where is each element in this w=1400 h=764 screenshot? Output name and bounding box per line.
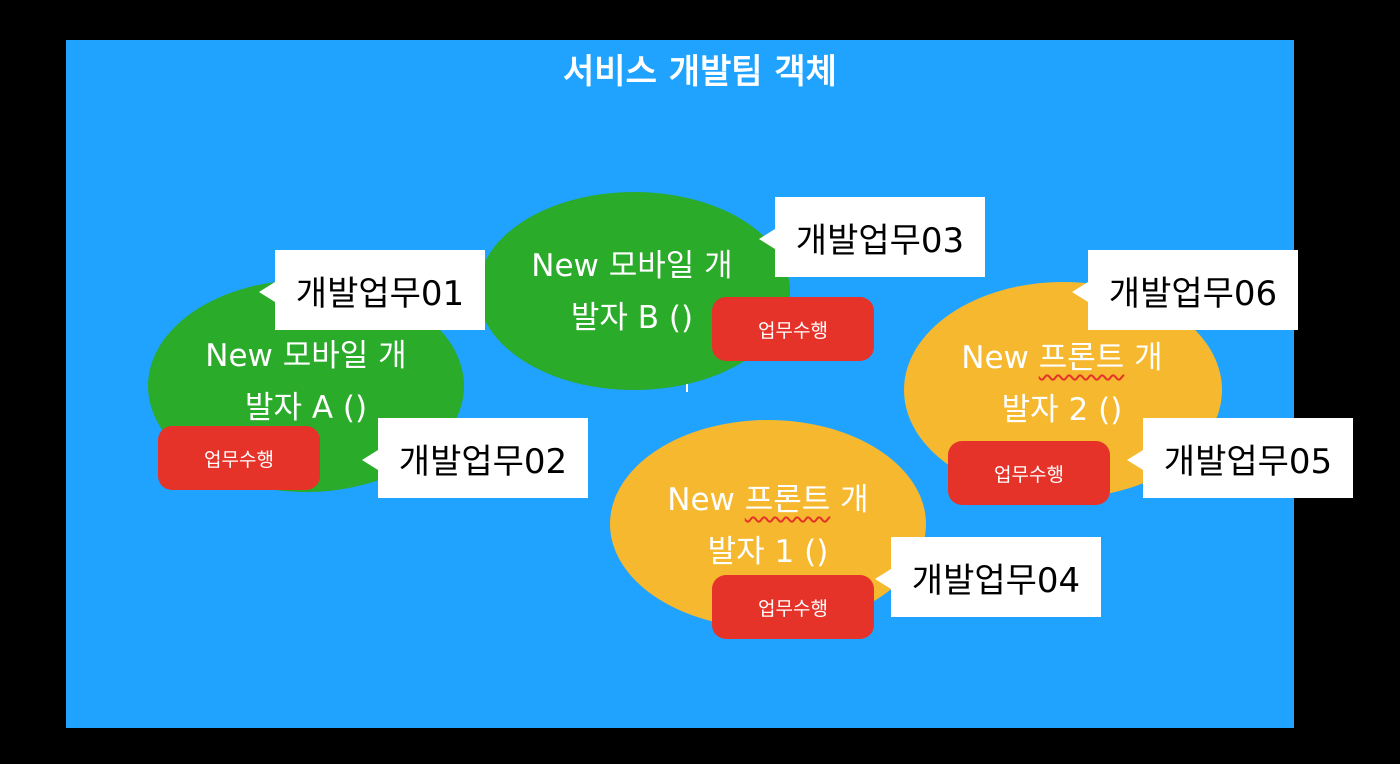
diagram-title: 서비스 개발팀 객체: [563, 52, 837, 92]
front-developer-1-label: New 프론트 개 발자 1 (): [667, 482, 869, 570]
mobile-developer-b-label: New 모바일 개 발자 B (): [531, 248, 733, 336]
task-callout-06: 개발업무06: [1072, 250, 1298, 330]
perform-task-button-a[interactable]: 업무수행: [158, 426, 320, 490]
connector-tick: [686, 378, 688, 392]
perform-task-button-2[interactable]: 업무수행: [948, 441, 1110, 505]
perform-task-button-1[interactable]: 업무수행: [712, 575, 874, 639]
task-callout-03: 개발업무03: [759, 197, 985, 277]
mobile-developer-a-label: New 모바일 개 발자 A (): [205, 338, 407, 426]
task-callout-02: 개발업무02: [362, 418, 588, 498]
perform-task-button-b[interactable]: 업무수행: [712, 297, 874, 361]
task-callout-05: 개발업무05: [1127, 418, 1353, 498]
task-callout-04: 개발업무04: [875, 537, 1101, 617]
front-developer-2-label: New 프론트 개 발자 2 (): [961, 340, 1163, 428]
task-callout-01: 개발업무01: [259, 250, 485, 330]
